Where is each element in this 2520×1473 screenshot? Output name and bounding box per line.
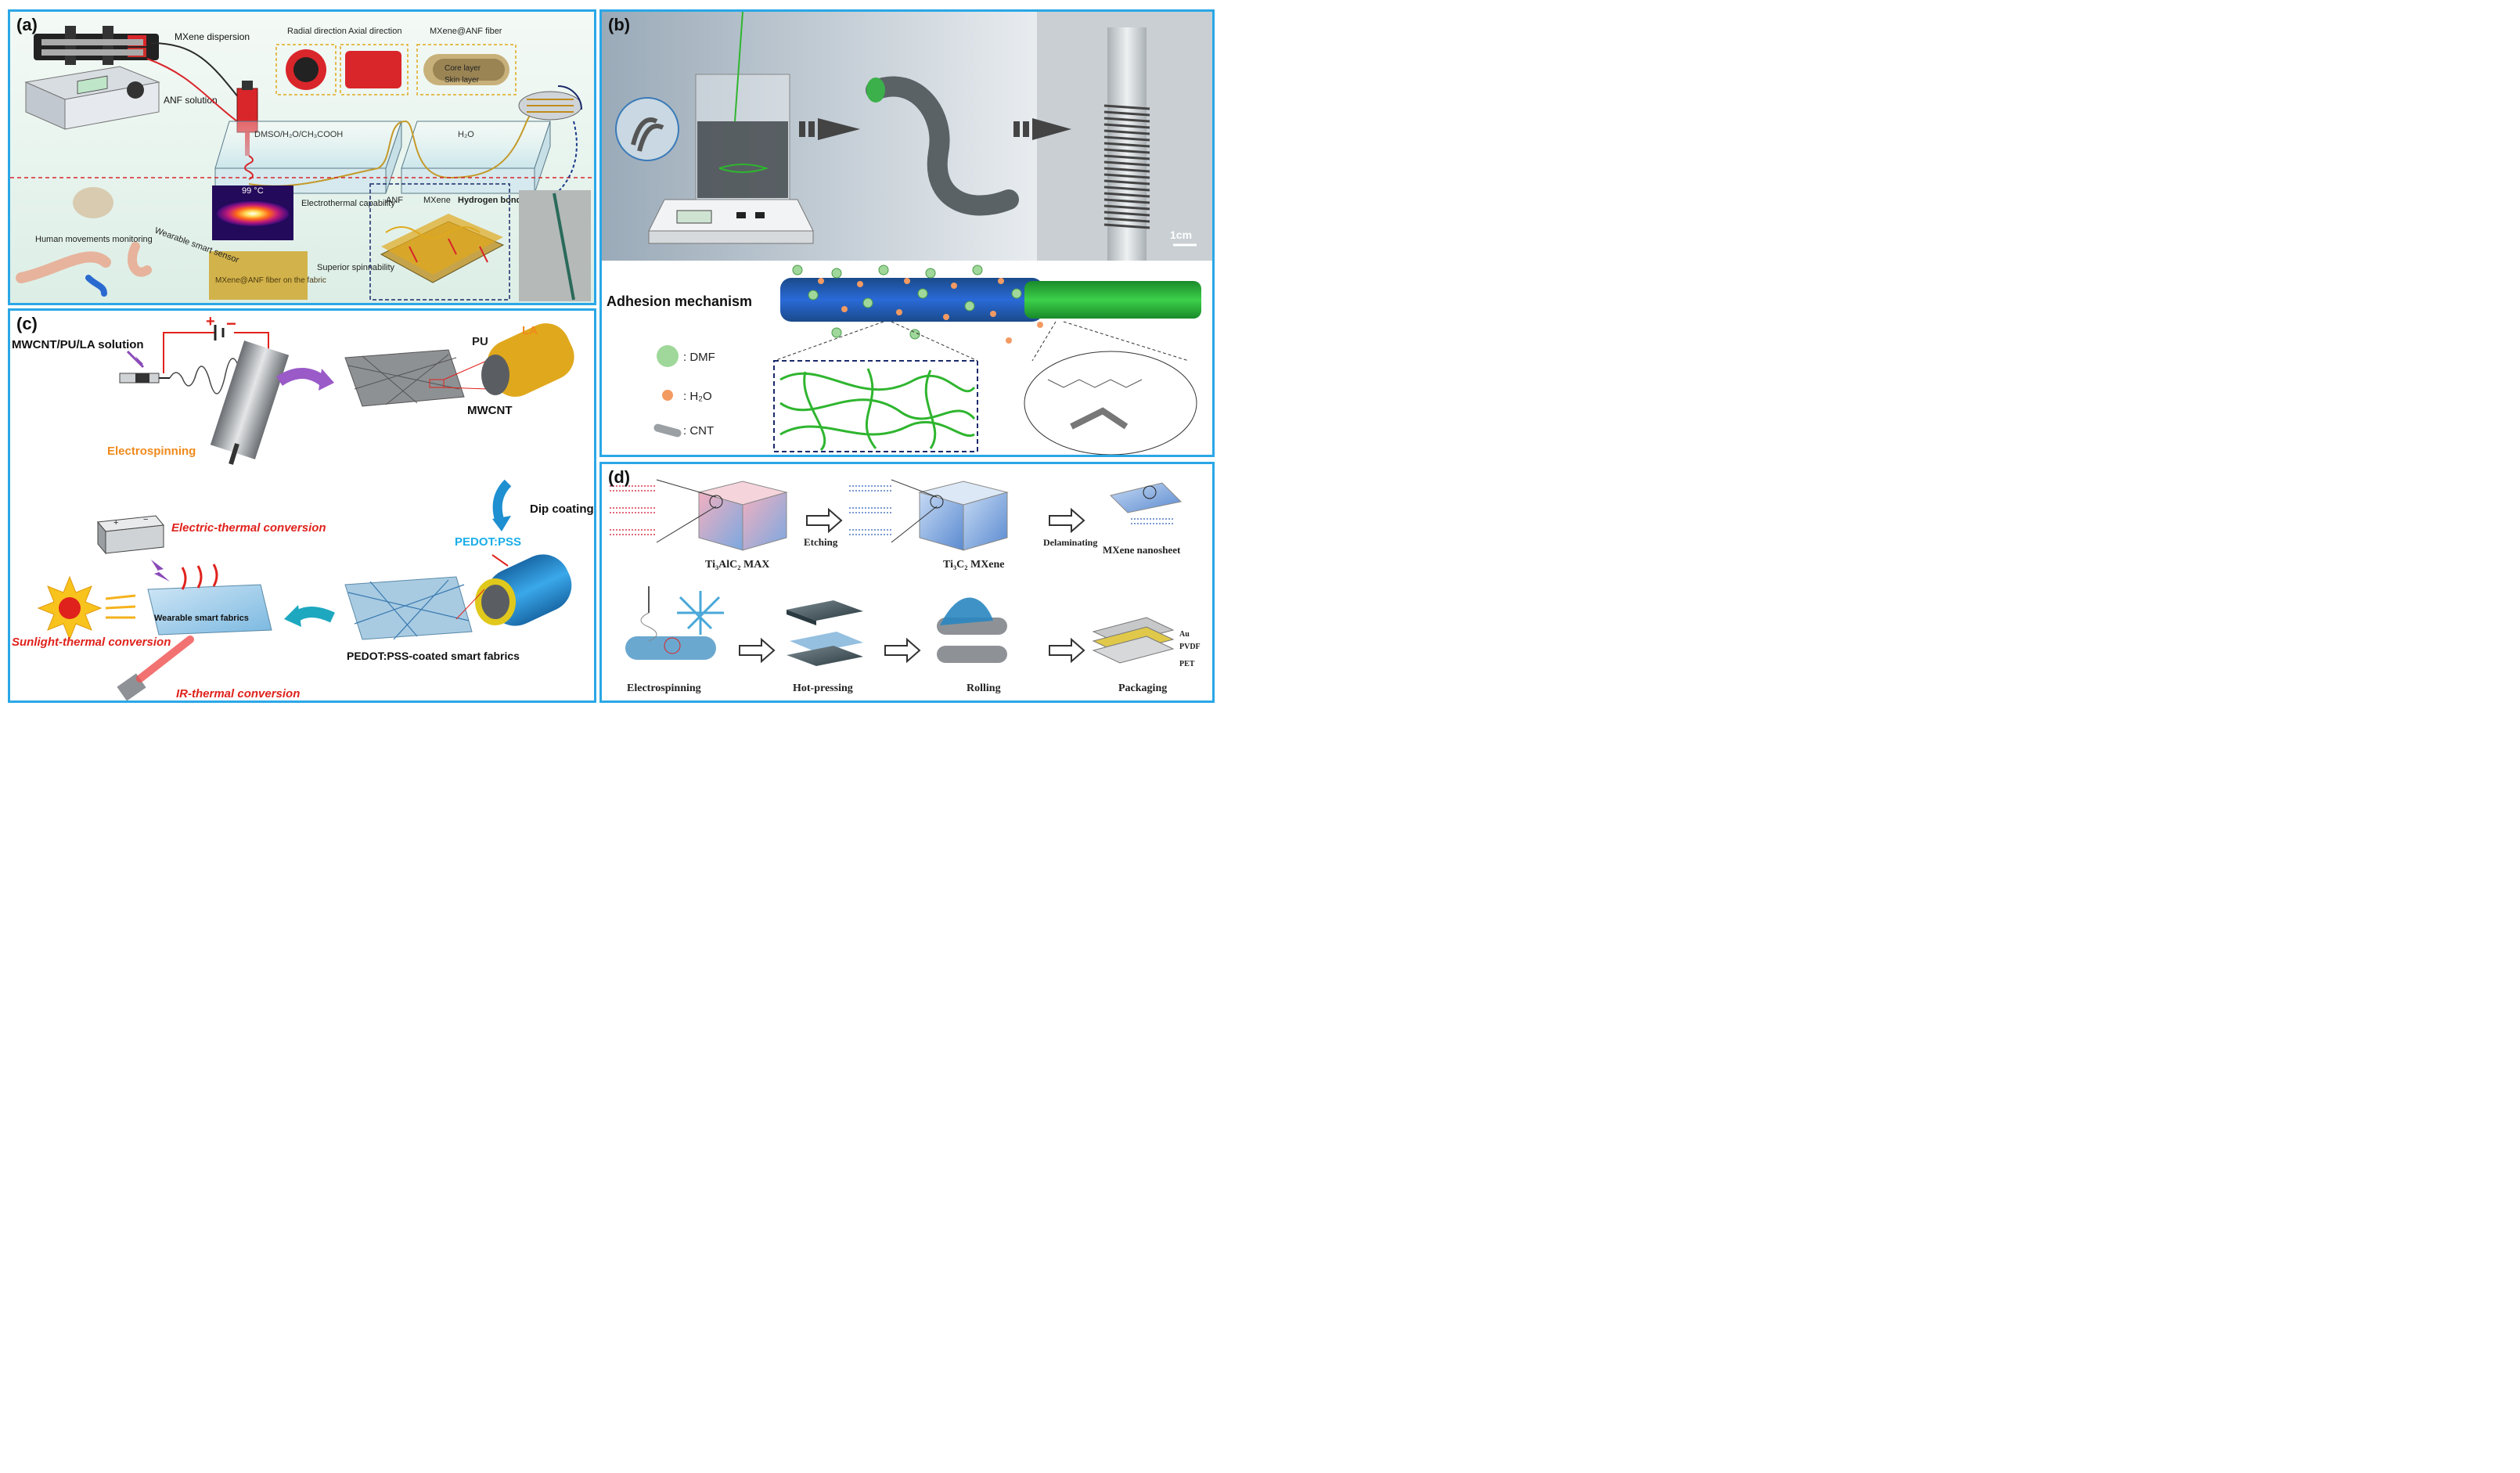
coated-fabrics-label: PEDOT:PSS-coated smart fabrics xyxy=(347,650,520,662)
dip-coating-label: Dip coating xyxy=(530,502,594,516)
legend-dmf: : DMF xyxy=(683,351,715,364)
coated-fabric-mat xyxy=(344,576,473,640)
pedot-coated-fiber xyxy=(475,554,572,626)
syringe-pump xyxy=(24,26,160,130)
ir-lamp-icon xyxy=(117,636,194,700)
nanosheet-label: MXene nanosheet xyxy=(1103,544,1181,556)
radial-label: Radial direction xyxy=(287,27,347,36)
human-figure-icon xyxy=(16,187,152,297)
electric-thermal-label: Electric-thermal conversion xyxy=(171,521,326,535)
panel-c-figure: MWCNT/PU/LA solution + − Electrospinning xyxy=(12,313,594,700)
electrothermal-label: Electrothermal capability xyxy=(301,199,395,208)
ir-thermal-label: IR-thermal conversion xyxy=(176,687,300,700)
fabric-label: MXene@ANF fiber on the fabric xyxy=(215,276,326,285)
electrospinning-step-label: Electrospinning xyxy=(627,682,701,694)
sun-icon xyxy=(37,575,103,641)
rolling-rollers xyxy=(937,597,1007,663)
water-bath xyxy=(401,121,551,194)
rotating-collector-drum xyxy=(210,340,290,465)
electrospinning-label: Electrospinning xyxy=(107,445,196,458)
hydrogen-bond-inset xyxy=(1024,351,1197,455)
wound-cnt-fiber xyxy=(866,76,1019,216)
max-phase-stack xyxy=(697,481,788,551)
wearable-fabrics-label: Wearable smart fabrics xyxy=(154,614,249,623)
panel-a-figure: MXene dispersion ANF solution DMSO/H₂O/C… xyxy=(10,12,594,303)
packaged-device xyxy=(1092,617,1175,664)
legend-h2o: : H₂O xyxy=(683,390,712,403)
legend-hbond: Hydrogen bond xyxy=(458,196,521,205)
delaminating-label: Delaminating xyxy=(1043,537,1097,548)
la-label: LA xyxy=(522,324,538,337)
panel-d-label: (d) xyxy=(608,467,631,487)
pvdf-label: PVDF xyxy=(1179,643,1201,651)
mxene-stack xyxy=(918,481,1009,551)
rolling-label: Rolling xyxy=(967,682,1001,694)
skin-layer-label: Skin layer xyxy=(445,76,480,85)
sunlight-thermal-label: Sunlight-thermal conversion xyxy=(12,636,171,649)
packaging-label: Packaging xyxy=(1118,682,1167,694)
legend-anf: ANF xyxy=(386,196,403,205)
human-monitoring-label: Human movements monitoring xyxy=(35,235,153,244)
positive-terminal: + xyxy=(206,313,215,330)
collector-roll xyxy=(518,91,582,121)
negative-terminal: − xyxy=(226,314,236,333)
fiber-mat xyxy=(344,349,465,407)
pu-label: PU xyxy=(472,335,488,348)
wearable-fabric xyxy=(147,584,272,636)
anf-solution-label: ANF solution xyxy=(164,95,218,106)
hot-pressing-label: Hot-pressing xyxy=(793,682,853,694)
temperature-label: 99 °C xyxy=(242,186,264,196)
syringe-needle xyxy=(119,373,170,384)
battery-icon: + − xyxy=(97,515,164,555)
panel-a-label: (a) xyxy=(16,15,38,34)
etching-label: Etching xyxy=(804,536,838,548)
cnt-network-inset xyxy=(773,360,978,452)
max-label: Ti₃AlC₂ MAX xyxy=(705,559,769,571)
au-label: Au xyxy=(1179,630,1190,639)
process-arrow-2 xyxy=(1013,118,1071,140)
beaker-on-stirrer xyxy=(648,12,814,244)
pedot-label: PEDOT:PSS xyxy=(455,535,521,549)
mxene-nanosheet xyxy=(1110,482,1183,524)
panel-c: (c) MWCNT/PU/LA solution + − Electrospin… xyxy=(8,308,596,703)
superior-spinnability-label: Superior spinnability xyxy=(317,263,395,272)
legend-mxene: MXene xyxy=(423,196,451,205)
process-arrow-1 xyxy=(799,118,860,140)
bath2-label: H₂O xyxy=(458,130,474,139)
pet-label: PET xyxy=(1179,660,1195,668)
panel-b-figure: 1cm Adhesion mechanism : DMF : H₂O : CNT xyxy=(602,12,1212,455)
fiber-title-label: MXene@ANF fiber xyxy=(430,27,502,36)
mxene-label: Ti₃C₂ MXene xyxy=(943,559,1005,571)
panel-d-figure: Ti₃AlC₂ MAX Etching Ti₃C₂ MXene Delamina… xyxy=(610,479,1201,694)
hot-press-plates xyxy=(787,600,863,666)
mwcnt-label: MWCNT xyxy=(467,404,512,417)
axial-label: Axial direction xyxy=(348,27,401,36)
solution-label: MWCNT/PU/LA solution xyxy=(12,338,144,351)
bath1-label: DMSO/H₂O/CH₃COOH xyxy=(254,130,343,139)
battery-minus: − xyxy=(143,515,148,524)
core-layer-label: Core layer xyxy=(445,64,481,73)
panel-a: (a) MXene dispersion ANF solution xyxy=(8,9,596,305)
panel-d: (d) Ti₃AlC₂ MAX Etching xyxy=(599,462,1215,703)
panel-b-label: (b) xyxy=(608,15,631,34)
electrospinning-collector xyxy=(625,586,724,660)
la-fiber-bundle xyxy=(481,323,574,397)
battery-plus: + xyxy=(113,518,118,528)
panel-c-label: (c) xyxy=(16,314,38,333)
mxene-dispersion-label: MXene dispersion xyxy=(175,31,250,42)
scale-bar-label: 1cm xyxy=(1170,229,1192,241)
legend-cnt: : CNT xyxy=(683,424,714,438)
adhesion-title: Adhesion mechanism xyxy=(607,294,752,309)
panel-b: (b) xyxy=(599,9,1215,457)
